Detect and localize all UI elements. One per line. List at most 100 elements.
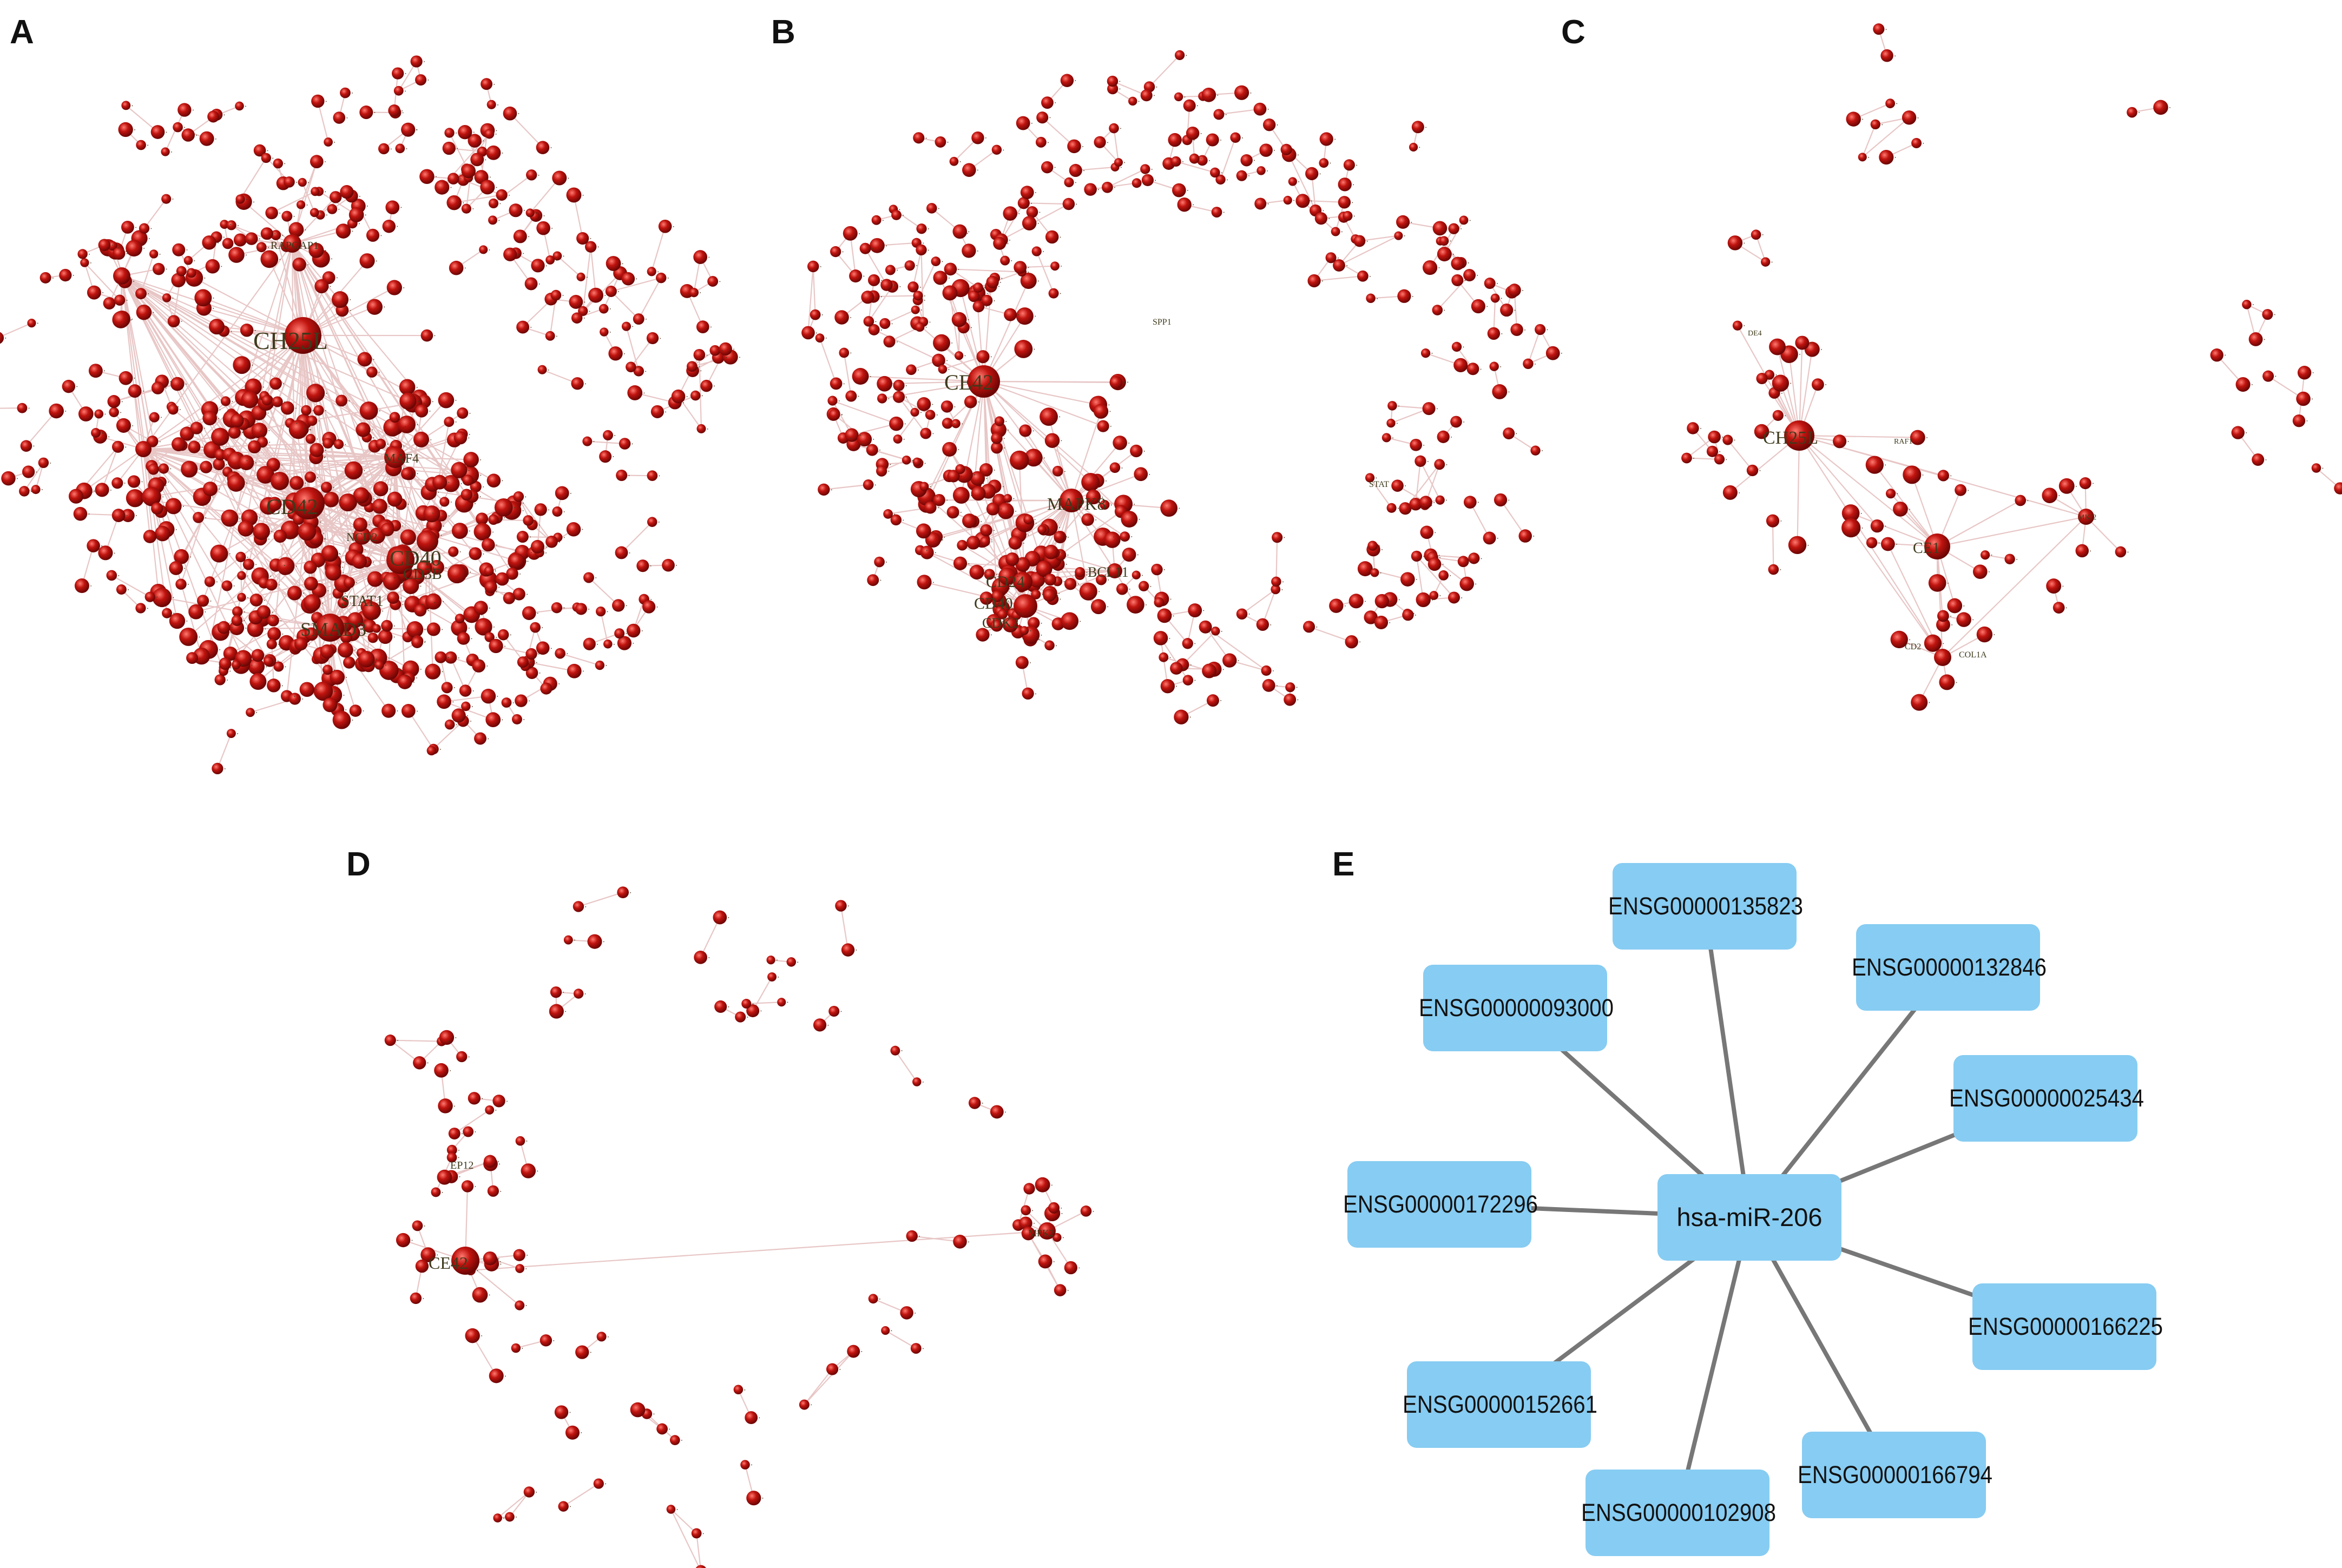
network-edge (912, 249, 922, 287)
node-tiny-label: • (1028, 533, 1029, 537)
node-tiny-label: • (189, 444, 190, 448)
network-node (121, 101, 131, 110)
network-node (530, 539, 545, 554)
network-node (933, 334, 950, 352)
node-tiny-label: • (1048, 141, 1049, 145)
node-tiny-label: • (1334, 137, 1336, 142)
node-tiny-label: • (1184, 95, 1186, 100)
node-tiny-label: • (147, 607, 149, 611)
network-node (481, 78, 493, 90)
network-node (1109, 462, 1121, 473)
node-tiny-label: • (417, 709, 418, 714)
node-tiny-label: • (442, 1190, 443, 1195)
network-edge (670, 1508, 697, 1534)
node-tiny-label: • (2312, 371, 2314, 375)
node-tiny-label: • (1203, 609, 1205, 613)
node-tiny-label: • (921, 308, 923, 313)
network-node (1879, 149, 1894, 165)
network-node (1230, 132, 1241, 143)
node-tiny-label: • (442, 512, 443, 517)
network-node (359, 106, 373, 120)
node-tiny-label: • (1478, 500, 1479, 505)
node-tiny-label: • (958, 447, 959, 452)
network-node (1109, 123, 1119, 134)
network-edge (292, 243, 425, 402)
node-tiny-label: • (1054, 1260, 1055, 1264)
node-tiny-label: • (2016, 557, 2018, 562)
network-edge (134, 391, 144, 450)
network-node (19, 486, 30, 497)
node-tiny-label: • (1535, 362, 1536, 366)
node-tiny-label: • (359, 222, 360, 226)
network-edge (1071, 442, 1121, 501)
node-tiny-label: • (1989, 570, 1990, 575)
node-tiny-label: • (143, 390, 144, 394)
node-tiny-label: • (376, 664, 378, 669)
network-edge (121, 275, 416, 630)
network-node (439, 1030, 455, 1045)
network-node (1727, 235, 1743, 251)
node-tiny-label: • (542, 551, 543, 556)
node-tiny-label: • (119, 244, 120, 248)
node-tiny-label: • (440, 748, 442, 752)
network-node (2042, 487, 2058, 503)
node-tiny-label: • (239, 517, 241, 521)
network-node (1023, 515, 1034, 525)
network-node (1434, 459, 1445, 470)
node-tiny-label: • (218, 241, 219, 245)
network-node (2311, 463, 2321, 473)
network-node (981, 294, 993, 306)
network-edge (563, 1483, 599, 1507)
network-node (481, 688, 496, 704)
network-node (1021, 1205, 1031, 1216)
network-node (1131, 570, 1141, 579)
node-tiny-label: • (259, 398, 261, 403)
network-node (288, 222, 304, 238)
network-node (233, 356, 251, 374)
node-tiny-label: • (226, 463, 228, 467)
node-tiny-label: • (387, 442, 389, 446)
network-node (465, 1328, 480, 1343)
network-node (906, 364, 917, 375)
node-tiny-label: • (483, 139, 484, 143)
node-tiny-label: • (1847, 440, 1849, 444)
network-edge (983, 381, 1098, 482)
network-node (353, 517, 367, 532)
node-tiny-label: • (1431, 504, 1432, 508)
node-tiny-label: • (141, 480, 143, 484)
node-tiny-label: • (417, 399, 419, 404)
node-tiny-label: • (367, 651, 369, 656)
node-tiny-label: • (545, 551, 547, 555)
network-nodes (801, 50, 1560, 724)
node-tiny-label: • (149, 236, 150, 241)
node-tiny-label: • (563, 536, 565, 540)
network-node (569, 294, 583, 309)
node-tiny-label: • (172, 296, 174, 300)
node-tiny-label: • (1807, 543, 1809, 548)
network-node (2127, 107, 2137, 118)
network-node (367, 571, 383, 587)
network-node (260, 250, 279, 268)
network-node (325, 564, 341, 581)
target-gene-label: ENSG00000172296 (1343, 1190, 1538, 1218)
network-node (1236, 170, 1247, 181)
node-tiny-label: • (247, 555, 249, 559)
network-node (2292, 414, 2306, 427)
network-node (239, 454, 254, 471)
network-node (435, 651, 447, 663)
node-tiny-label: • (626, 604, 627, 608)
network-node (1159, 652, 1169, 662)
network-edge (1175, 161, 1215, 174)
node-tiny-label: • (231, 630, 232, 635)
network-node (265, 206, 278, 220)
network-node (537, 365, 547, 374)
network-edge (920, 249, 924, 322)
network-node (517, 656, 529, 668)
network-node (1420, 348, 1431, 358)
node-tiny-label: • (173, 596, 174, 600)
network-node (566, 187, 582, 203)
node-tiny-label: • (1739, 491, 1740, 495)
node-tiny-label: • (373, 561, 374, 565)
network-edge (868, 286, 893, 322)
network-node (121, 220, 134, 234)
